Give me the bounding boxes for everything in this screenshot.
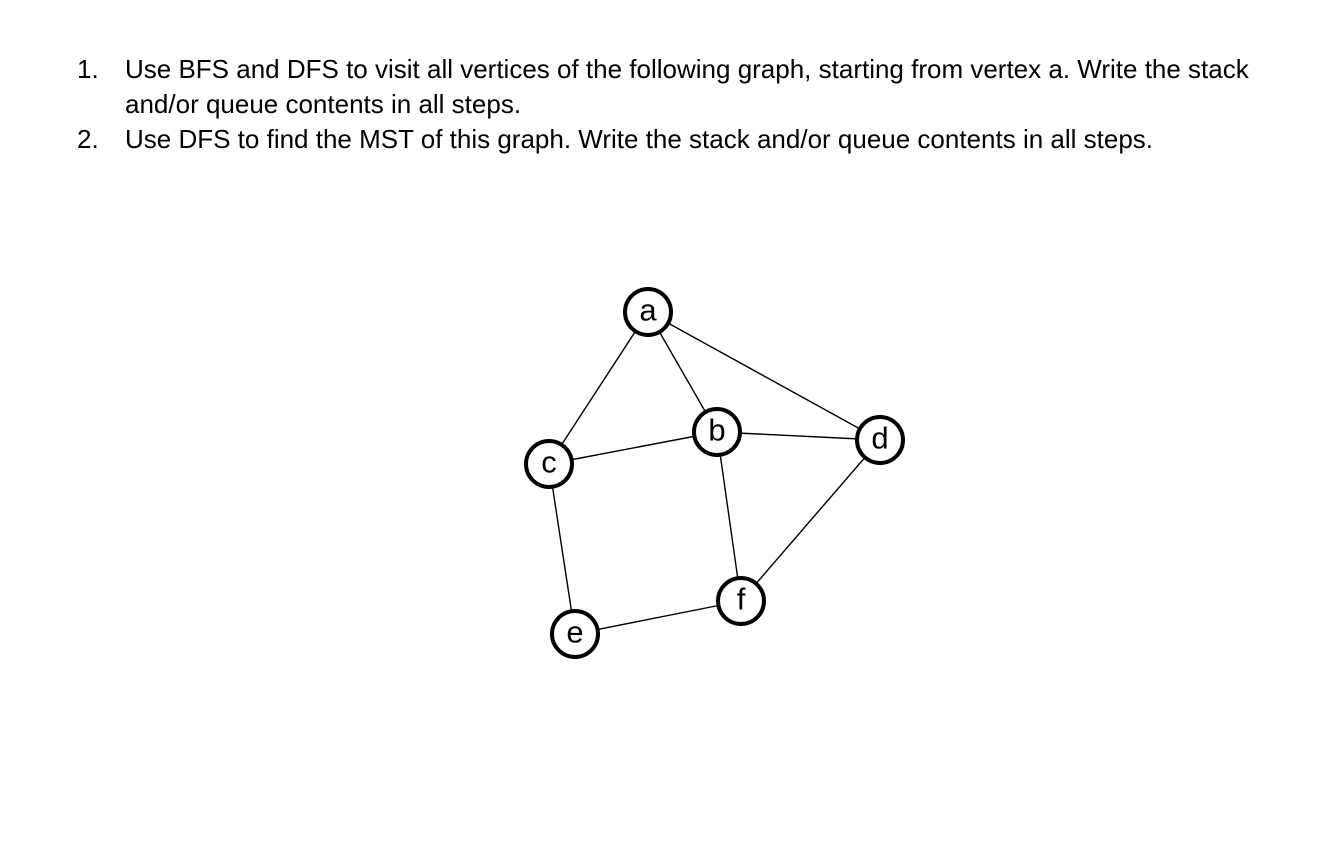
- vertex-circle: [692, 407, 742, 457]
- problem-item-1: 1. Use BFS and DFS to visit all vertices…: [0, 52, 1300, 122]
- vertex-label: c: [541, 445, 557, 480]
- vertex-b: b: [692, 407, 742, 457]
- vertex-c: c: [524, 439, 574, 489]
- vertex-a: a: [623, 287, 673, 337]
- graph-nodes: a b c d e f: [524, 287, 905, 659]
- vertex-label: d: [871, 421, 888, 456]
- problem-number: 1.: [77, 54, 99, 84]
- problem-number: 2.: [77, 124, 99, 154]
- problem-list: 1. Use BFS and DFS to visit all vertices…: [0, 52, 1300, 157]
- vertex-circle: [716, 576, 766, 626]
- edge-e-f: [574, 600, 742, 635]
- vertex-circle: [855, 415, 905, 465]
- vertex-label: b: [708, 413, 725, 448]
- graph-edges: [548, 311, 881, 635]
- vertex-circle: [524, 439, 574, 489]
- vertex-e: e: [550, 609, 600, 659]
- vertex-circle: [550, 609, 600, 659]
- vertex-label: a: [639, 293, 657, 328]
- vertex-d: d: [855, 415, 905, 465]
- edge-b-f: [716, 431, 742, 602]
- problem-item-2: 2. Use DFS to find the MST of this graph…: [0, 122, 1300, 157]
- edge-d-f: [740, 439, 881, 602]
- edge-a-c: [548, 311, 649, 465]
- vertex-label: f: [737, 582, 746, 617]
- edge-c-e: [548, 463, 576, 635]
- vertex-f: f: [716, 576, 766, 626]
- problem-text: Use DFS to find the MST of this graph. W…: [125, 124, 1154, 154]
- edge-b-c: [548, 431, 718, 465]
- vertex-circle: [623, 287, 673, 337]
- problem-text: Use BFS and DFS to visit all vertices of…: [125, 54, 1249, 119]
- edge-b-d: [716, 431, 881, 441]
- vertex-label: e: [566, 615, 583, 650]
- edge-a-d: [647, 311, 881, 441]
